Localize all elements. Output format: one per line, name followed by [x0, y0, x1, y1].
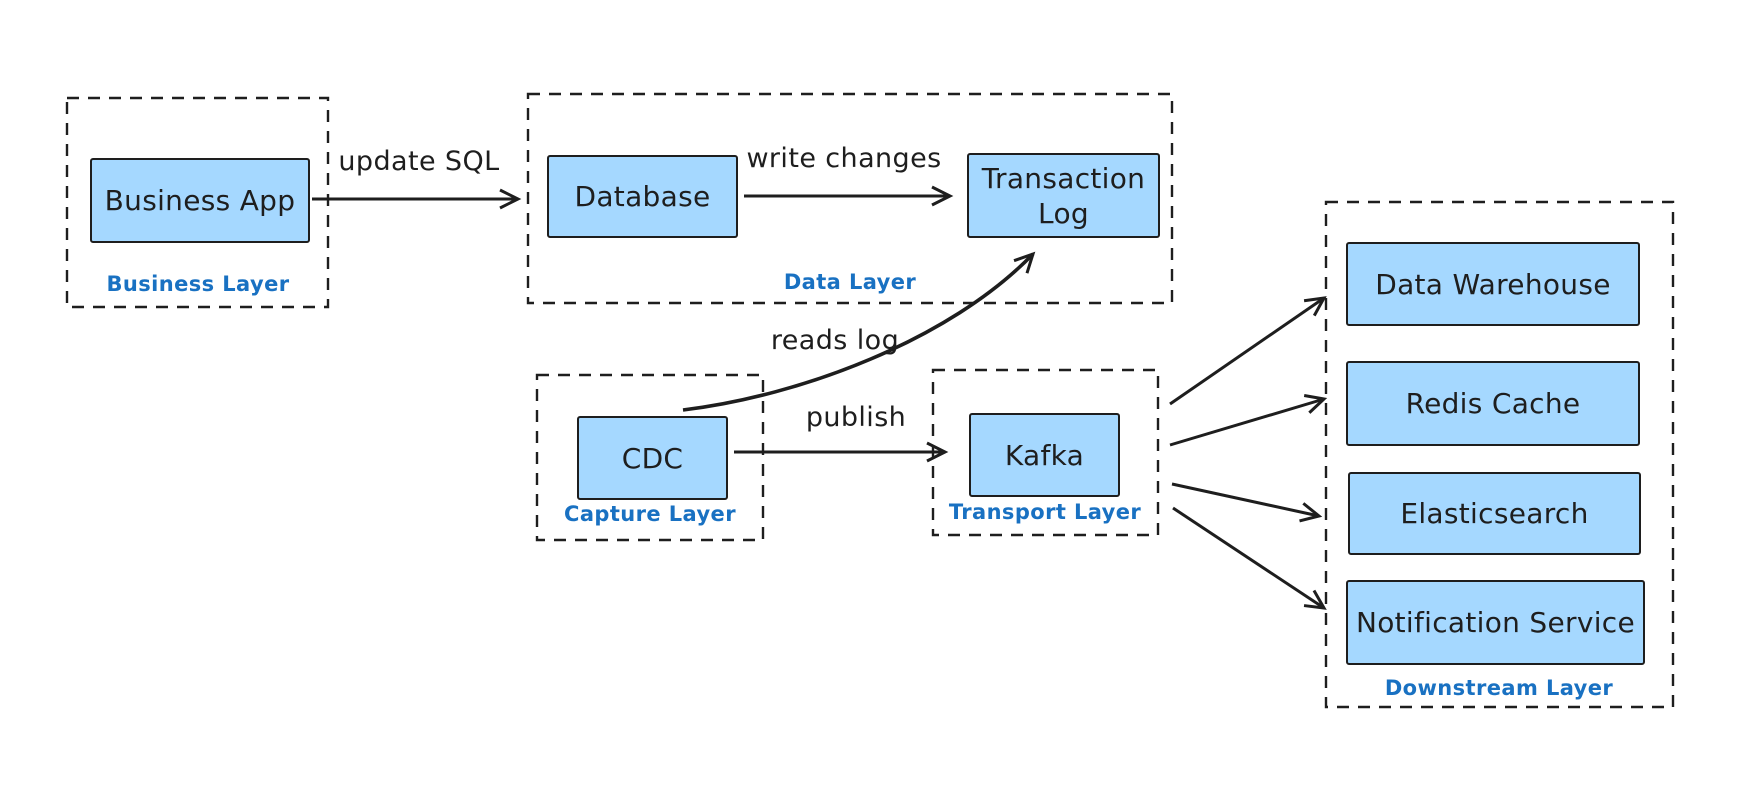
node-redis-cache-label: Redis Cache — [1405, 387, 1581, 420]
data-layer-label: Data Layer — [783, 270, 917, 294]
downstream-layer-boundary — [1324, 200, 1675, 709]
node-database-label: Database — [574, 180, 711, 213]
downstream-layer-label: Downstream Layer — [1384, 676, 1614, 700]
edge-reads-log-label: reads log — [770, 325, 900, 356]
node-notification-service-label: Notification Service — [1355, 606, 1636, 639]
node-cdc-label: CDC — [621, 441, 684, 475]
edge-update-sql-label: update SQL — [338, 146, 500, 177]
data-layer-boundary — [526, 92, 1174, 305]
node-elasticsearch: Elasticsearch — [1348, 472, 1641, 555]
node-kafka: Kafka — [969, 413, 1120, 497]
node-elasticsearch-label: Elasticsearch — [1400, 497, 1589, 530]
node-database: Database — [547, 155, 738, 238]
node-kafka-label: Kafka — [1004, 438, 1085, 472]
business-layer-label: Business Layer — [106, 272, 290, 296]
node-redis-cache: Redis Cache — [1346, 361, 1640, 446]
node-business-app: Business App — [90, 158, 310, 243]
edge-kafka-to-elasticsearch-arrow — [1171, 482, 1323, 523]
node-business-app-label: Business App — [104, 184, 296, 217]
node-notification-service: Notification Service — [1346, 580, 1645, 665]
edge-publish-label: publish — [805, 402, 907, 433]
edge-kafka-to-notification-service-arrow — [1172, 506, 1327, 610]
capture-layer-boundary — [535, 373, 765, 542]
node-transaction-log-label: Transaction Log — [981, 161, 1146, 230]
business-layer-boundary — [65, 96, 330, 309]
capture-layer-label: Capture Layer — [564, 502, 736, 526]
transport-layer-label: Transport Layer — [948, 500, 1142, 524]
node-transaction-log: Transaction Log — [967, 153, 1160, 238]
node-data-warehouse-label: Data Warehouse — [1375, 267, 1611, 301]
node-cdc: CDC — [577, 416, 728, 500]
edge-reads-log-arrow — [682, 251, 1036, 412]
edge-kafka-to-data-warehouse-arrow — [1169, 296, 1327, 406]
edge-kafka-to-redis-cache-arrow — [1169, 394, 1328, 447]
node-data-warehouse: Data Warehouse — [1346, 242, 1640, 326]
edge-write-changes-label: write changes — [746, 143, 942, 174]
